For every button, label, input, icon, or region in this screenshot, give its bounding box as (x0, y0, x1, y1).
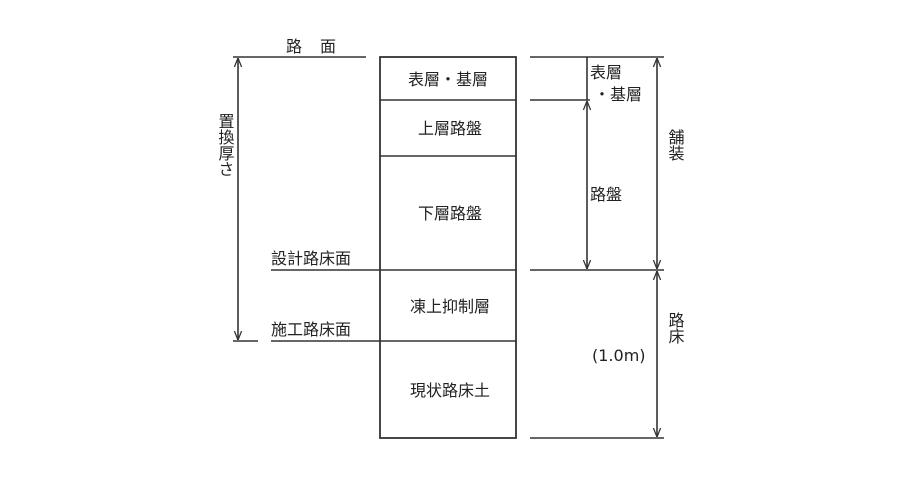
layer-column (379, 56, 517, 439)
layer-existing-subgrade: 現状路床土 (410, 381, 490, 400)
replacement-thickness-label: 置換厚さ (216, 113, 235, 177)
layer-lower-base: 下層路盤 (418, 204, 482, 223)
design-subgrade-surface-label: 設計路床面 (271, 249, 351, 268)
subgrade-label: 路床 (666, 312, 685, 344)
pavement-label: 舗装 (666, 129, 685, 161)
layer-frost-protection: 凍上抑制層 (410, 297, 490, 316)
road-surface-label: 路面 (286, 37, 354, 56)
construction-subgrade-surface-label: 施工路床面 (271, 320, 351, 339)
surface-binder-label-1: 表層 (590, 63, 622, 82)
surface-binder-label-2: ・基層 (594, 85, 642, 104)
layer-surface-binder: 表層・基層 (408, 70, 488, 89)
subgrade-depth-label: (1.0m) (592, 346, 646, 365)
roadbed-label: 路盤 (590, 185, 622, 204)
layer-upper-base: 上層路盤 (418, 119, 482, 138)
